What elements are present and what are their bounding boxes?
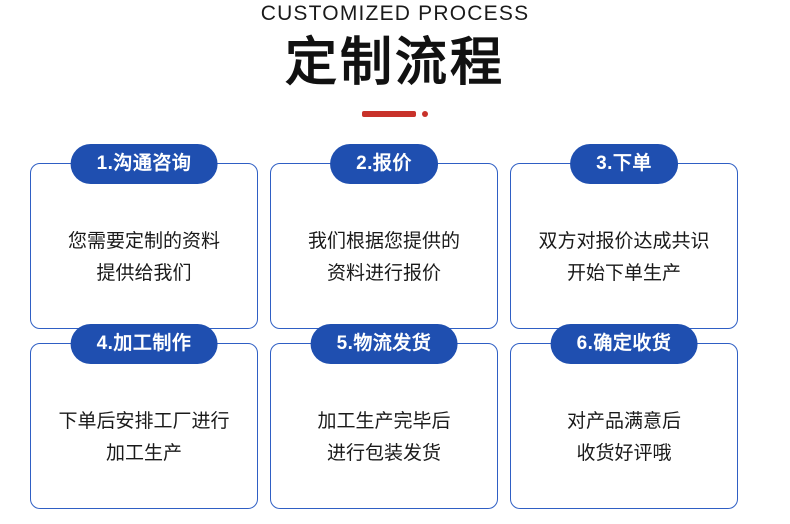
step-description: 对产品满意后 收货好评哦 — [566, 411, 681, 464]
step-description: 加工生产完毕后 进行包装发货 — [317, 411, 451, 464]
step-badge: 3.下单 — [570, 144, 678, 184]
divider-bar — [362, 111, 416, 117]
section-header: CUSTOMIZED PROCESS 定制流程 — [0, 0, 790, 118]
section-eyebrow: CUSTOMIZED PROCESS — [260, 2, 530, 25]
process-step-card: 4.加工制作 下单后安排工厂进行 加工生产 — [30, 324, 258, 509]
process-step-card: 3.下单 双方对报价达成共识 开始下单生产 — [510, 144, 738, 329]
process-step-card: 6.确定收货 对产品满意后 收货好评哦 — [510, 324, 738, 509]
process-step-card: 5.物流发货 加工生产完毕后 进行包装发货 — [270, 324, 498, 509]
step-badge: 1.沟通咨询 — [70, 144, 218, 184]
process-steps-grid: 1.沟通咨询 您需要定制的资料 提供给我们 2.报价 我们根据您提供的 资料进行… — [30, 144, 760, 509]
step-badge: 5.物流发货 — [310, 324, 458, 364]
step-description: 下单后安排工厂进行 加工生产 — [58, 411, 230, 464]
step-badge: 4.加工制作 — [70, 324, 218, 364]
step-description: 我们根据您提供的 资料进行报价 — [307, 231, 460, 284]
process-step-card: 2.报价 我们根据您提供的 资料进行报价 — [270, 144, 498, 329]
page-title: 定制流程 — [284, 34, 505, 92]
divider-dot — [422, 111, 428, 117]
step-badge: 2.报价 — [330, 144, 438, 184]
step-description: 您需要定制的资料 提供给我们 — [67, 231, 220, 284]
step-description: 双方对报价达成共识 开始下单生产 — [538, 231, 710, 284]
process-step-card: 1.沟通咨询 您需要定制的资料 提供给我们 — [30, 144, 258, 329]
step-badge: 6.确定收货 — [550, 324, 698, 364]
title-divider — [0, 110, 790, 118]
